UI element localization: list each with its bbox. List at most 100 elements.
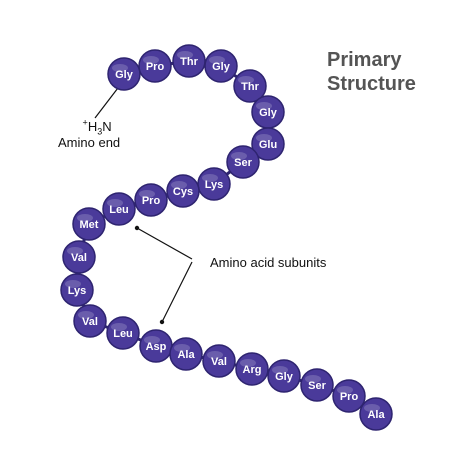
- residue-highlight: [143, 56, 159, 64]
- residue-label: Gly: [275, 371, 294, 383]
- residue-circle: [359, 397, 393, 431]
- residue-circle: [300, 368, 334, 402]
- residue-circle: [202, 344, 236, 378]
- residue-bead-22: Ser: [300, 368, 334, 402]
- residue-circle: [172, 44, 206, 78]
- residue-label: Cys: [173, 186, 193, 198]
- residue-circle: [251, 127, 285, 161]
- residue-bead-19: Val: [202, 344, 236, 378]
- residue-circle: [169, 337, 203, 371]
- residue-highlight: [177, 51, 193, 59]
- residue-label: Arg: [243, 364, 262, 376]
- residue-label: Pro: [340, 391, 359, 403]
- residue-label: Thr: [241, 81, 259, 93]
- residue-label: Lys: [68, 285, 87, 297]
- subunit-leader-line-upper: [136, 227, 193, 260]
- amino-end-leader-line: [94, 83, 122, 119]
- residue-bead-10: Pro: [134, 183, 168, 217]
- residue-label: Asp: [146, 341, 167, 353]
- residue-circle: [102, 192, 136, 226]
- residue-label: Gly: [259, 107, 278, 119]
- title-line-1: Primary: [327, 49, 402, 71]
- residue-label: Gly: [115, 69, 134, 81]
- residue-highlight: [67, 247, 83, 255]
- residue-circle: [138, 49, 172, 83]
- residue-label: Val: [71, 252, 87, 264]
- residue-circle: [60, 273, 94, 307]
- residue-circle: [72, 207, 106, 241]
- residue-bead-14: Lys: [60, 273, 94, 307]
- residue-bead-15: Val: [73, 304, 107, 338]
- residue-circle: [233, 69, 267, 103]
- residue-bead-11: Leu: [102, 192, 136, 226]
- residue-label: Lys: [205, 179, 224, 191]
- residue-bead-18: Ala: [169, 337, 203, 371]
- residue-highlight: [272, 366, 288, 374]
- residue-label: Pro: [146, 61, 165, 73]
- residue-highlight: [65, 280, 81, 288]
- residue-highlight: [107, 199, 123, 207]
- residue-highlight: [78, 311, 94, 319]
- residue-bead-24: Ala: [359, 397, 393, 431]
- residue-label: Ser: [234, 157, 252, 169]
- residue-bead-20: Arg: [235, 352, 269, 386]
- residue-highlight: [364, 404, 380, 412]
- residue-label: Pro: [142, 195, 161, 207]
- residue-circle: [166, 174, 200, 208]
- title-line-2: Structure: [327, 73, 416, 95]
- residue-bead-7: Ser: [226, 145, 260, 179]
- residue-label: Ala: [177, 349, 195, 361]
- amino-acid-subunits-label: Amino acid subunits: [210, 255, 327, 270]
- residue-circle: [62, 240, 96, 274]
- residue-highlight: [238, 76, 254, 84]
- subunit-dot-asp: [159, 319, 165, 325]
- residue-bead-4: Thr: [233, 69, 267, 103]
- residue-circle: [267, 359, 301, 393]
- residue-bead-5: Gly: [251, 95, 285, 129]
- residue-bead-0: Gly: [107, 57, 141, 91]
- residue-label: Ser: [308, 380, 326, 392]
- residue-label: Val: [211, 356, 227, 368]
- residue-circle: [106, 316, 140, 350]
- residue-bead-2: Thr: [172, 44, 206, 78]
- residue-highlight: [112, 64, 128, 72]
- residue-highlight: [207, 351, 223, 359]
- residue-highlight: [240, 359, 256, 367]
- amino-end-label: +H3N Amino end: [58, 117, 120, 151]
- residue-highlight: [305, 375, 321, 383]
- residue-bead-1: Pro: [138, 49, 172, 83]
- amino-group-formula: +H3N: [82, 117, 112, 137]
- residue-highlight: [144, 336, 160, 344]
- residue-circle: [204, 49, 238, 83]
- diagram-title: Primary Structure: [327, 48, 416, 96]
- residue-bead-12: Met: [72, 207, 106, 241]
- subunit-dot-leu: [134, 225, 140, 231]
- residue-circle: [107, 57, 141, 91]
- residue-highlight: [139, 190, 155, 198]
- residue-highlight: [231, 152, 247, 160]
- residue-label: Leu: [113, 328, 133, 340]
- residue-bead-16: Leu: [106, 316, 140, 350]
- residue-highlight: [77, 214, 93, 222]
- residue-circle: [134, 183, 168, 217]
- residue-highlight: [256, 102, 272, 110]
- residue-highlight: [256, 134, 272, 142]
- residue-bead-3: Gly: [204, 49, 238, 83]
- residue-highlight: [111, 323, 127, 331]
- residue-bead-13: Val: [62, 240, 96, 274]
- residue-bead-21: Gly: [267, 359, 301, 393]
- residue-highlight: [174, 344, 190, 352]
- residue-highlight: [337, 386, 353, 394]
- subunit-leader-line-lower: [161, 261, 193, 323]
- residue-bead-9: Cys: [166, 174, 200, 208]
- residue-bead-6: Glu: [251, 127, 285, 161]
- residue-highlight: [202, 174, 218, 182]
- residue-bead-23: Pro: [332, 379, 366, 413]
- residue-label: Gly: [212, 61, 231, 73]
- residue-circle: [332, 379, 366, 413]
- residue-label: Glu: [259, 139, 277, 151]
- residue-label: Met: [80, 219, 99, 231]
